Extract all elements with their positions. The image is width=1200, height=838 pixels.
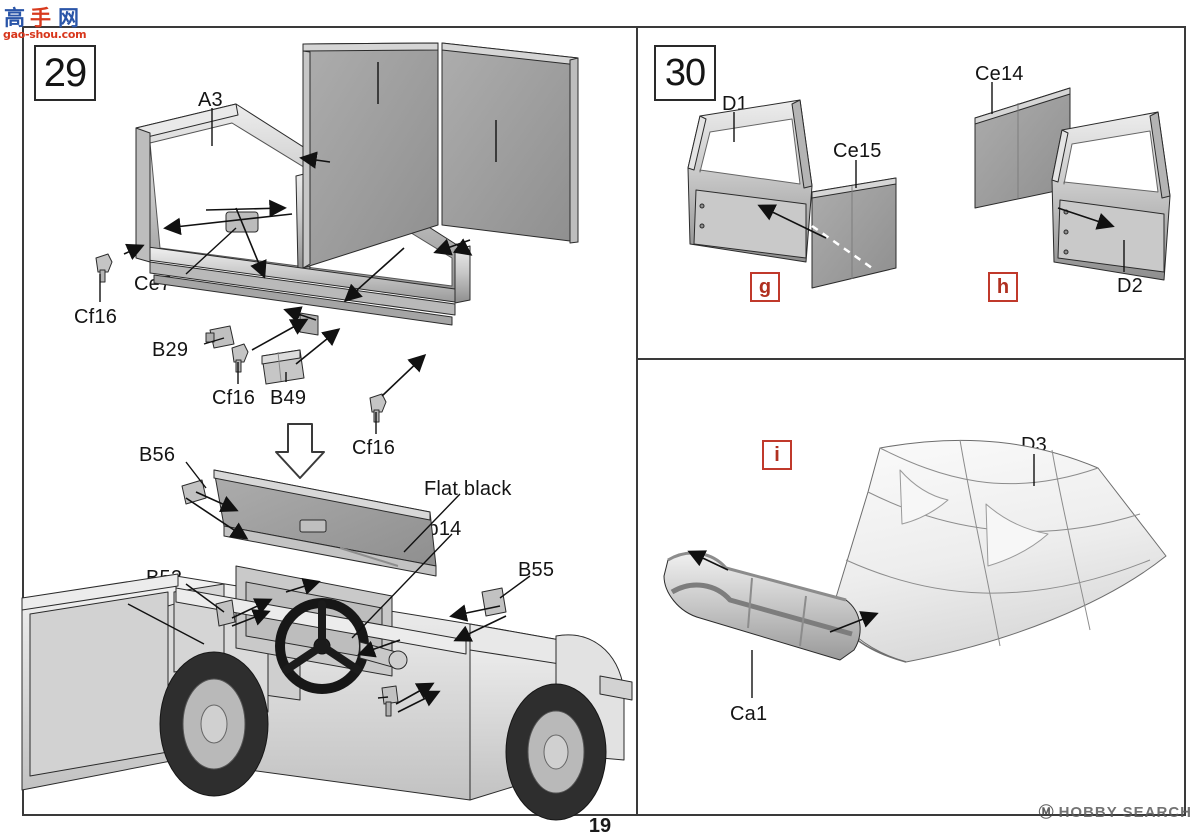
windscreen-tilted: [213, 469, 437, 577]
column-boss: [388, 650, 408, 670]
part-d1-door-frame: [687, 99, 813, 263]
part-ce12-glass: [302, 42, 439, 269]
part-ca1-bow-frame: [663, 551, 861, 661]
part-label-d3: D3: [1021, 434, 1047, 456]
part-label-ca1: Ca1: [730, 703, 768, 725]
part-b52-clamp: [215, 599, 236, 627]
logo-char-1: 高: [4, 6, 25, 30]
hobby-search-text: HOBBY SEARCH: [1058, 804, 1192, 821]
part-label-ce7: Ce7: [134, 273, 172, 295]
logo-char-2: 手: [30, 6, 51, 30]
substep-i-illustration: [663, 439, 1167, 663]
hobby-search-mark: Ⓜ: [1038, 804, 1055, 821]
steering-wheel-ab14: [275, 598, 369, 694]
alignment-dashed-line: [811, 224, 873, 270]
part-ce15-panel: [811, 177, 897, 289]
part-label-ce15: Ce15: [833, 140, 882, 162]
part-label-d2: D2: [1117, 275, 1143, 297]
assembly-direction-arrow: [275, 423, 325, 479]
frame-divider-vertical: [636, 26, 638, 816]
frame-border-right: [1184, 26, 1186, 816]
part-label-d1: D1: [722, 93, 748, 115]
part-label-flat-black: Flat black: [424, 478, 512, 500]
part-a3-windscreen-frame: [135, 103, 471, 336]
cf16-screw-c: [369, 393, 387, 423]
part-label-ce13: Ce13: [478, 101, 527, 123]
part-label-a3: A3: [198, 89, 223, 111]
frame-border-left: [22, 26, 24, 816]
part-label-b52: B52: [146, 567, 183, 589]
part-label-b55: B55: [518, 559, 555, 581]
substep-marker-h: h: [988, 272, 1018, 302]
substep-marker-g: g: [750, 272, 780, 302]
step-number-29: 29: [34, 45, 96, 101]
front-wheel: [505, 683, 607, 821]
page-number: 19: [588, 815, 612, 837]
substep-marker-i: i: [762, 440, 792, 470]
part-label-b51: B51: [337, 690, 374, 712]
gaoshou-watermark-logo: 高 手 网 gao-shou.com: [2, 0, 88, 44]
part-d3-canvas-tilt: [833, 439, 1167, 663]
part-b29: [205, 325, 235, 349]
part-label-b49: B49: [270, 387, 307, 409]
substep-h-illustration: [974, 87, 1171, 281]
logo-char-3: 网: [58, 6, 79, 30]
rear-wheel: [159, 651, 269, 797]
part-label-b29: B29: [152, 339, 189, 361]
part-ce14-panel: [974, 87, 1071, 209]
part-label-cf16-c: Cf16: [352, 437, 396, 459]
vehicle-assembly-lower: [21, 469, 633, 821]
part-label-b56: B56: [139, 444, 176, 466]
frame-border-top: [22, 26, 1186, 28]
cf16-screw-b: [231, 343, 249, 373]
part-b49: [261, 349, 305, 385]
part-label-ab14: Ab14: [414, 518, 462, 540]
part-label-ce14: Ce14: [975, 63, 1024, 85]
part-ce13-glass: [441, 42, 579, 244]
part-label-cf16-b: Cf16: [212, 387, 256, 409]
part-b51-pin: [381, 685, 399, 717]
cf16-screw-a: [95, 253, 113, 283]
part-label-cf16-a: Cf16: [74, 306, 118, 328]
part-b56-bracket: [181, 479, 207, 505]
logo-domain: gao-shou.com: [3, 28, 87, 41]
frame-divider-horizontal: [636, 358, 1186, 360]
part-label-ce12: Ce12: [362, 44, 411, 66]
part-d2-door-frame: [1051, 111, 1171, 281]
part-label-b39: B39: [97, 587, 134, 609]
step-number-30: 30: [654, 45, 716, 101]
substep-g-illustration: [687, 99, 897, 289]
steering-column: [359, 641, 397, 669]
part-b55-bracket: [481, 587, 507, 617]
